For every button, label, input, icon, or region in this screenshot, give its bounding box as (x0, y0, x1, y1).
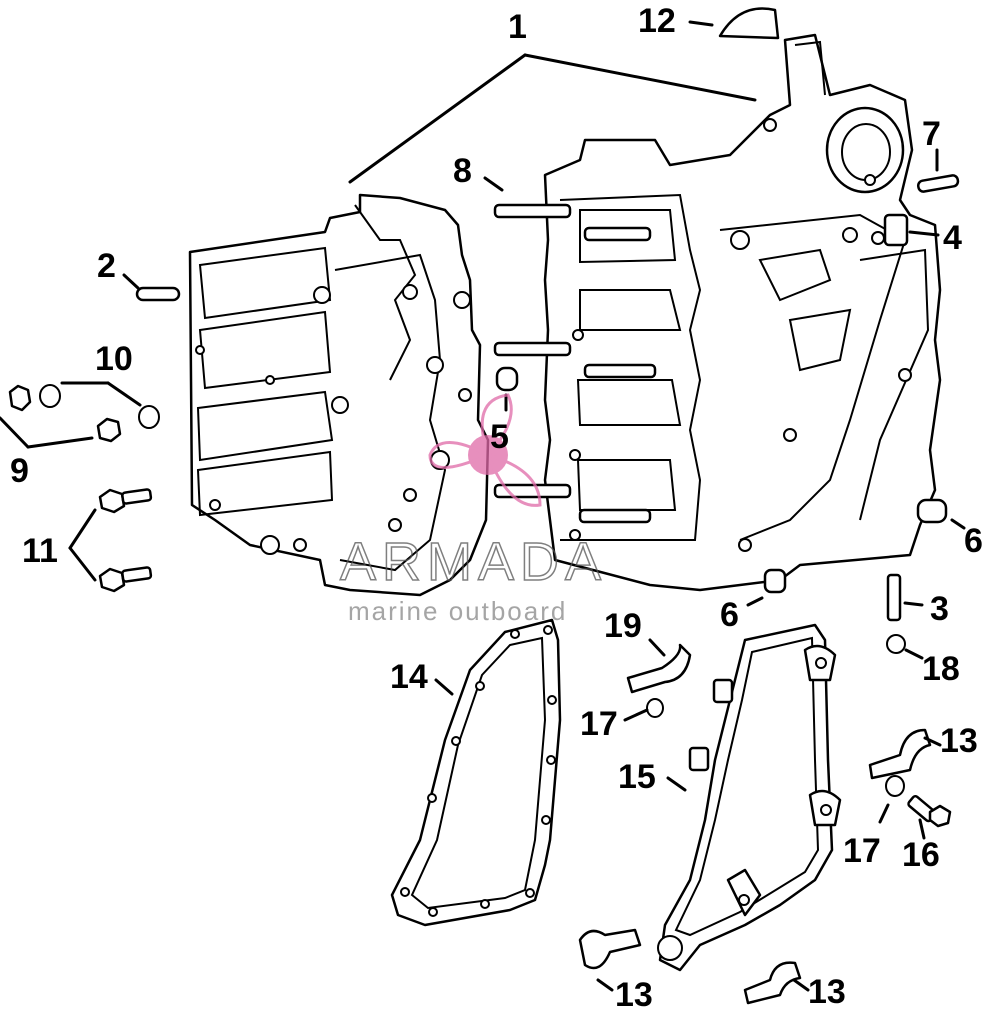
callout-6a: 6 (964, 522, 983, 560)
bolt-16 (907, 794, 952, 828)
fitting-6-right (916, 498, 948, 524)
leader-lines (0, 20, 966, 992)
callout-13b: 13 (615, 976, 653, 1010)
callout-11: 11 (22, 532, 58, 570)
callout-16: 16 (902, 836, 940, 874)
callout-12: 12 (638, 2, 676, 40)
callout-17a: 17 (580, 705, 618, 743)
studs (493, 203, 657, 524)
bolts-11 (98, 488, 153, 593)
callout-1: 1 (508, 8, 527, 46)
callout-14: 14 (390, 658, 428, 696)
callout-9: 9 (10, 452, 29, 490)
plate-15 (658, 623, 834, 972)
crankcase-right-half (543, 33, 942, 592)
callout-7: 7 (922, 115, 941, 153)
fitting-4 (883, 213, 909, 247)
watermark-brand: ARMADA (340, 532, 607, 592)
nuts-washers-9-10 (8, 384, 160, 443)
dowel-pin-2 (135, 286, 181, 302)
callout-18: 18 (922, 650, 960, 688)
callout-17b: 17 (843, 832, 881, 870)
dowel-pin-7 (916, 174, 960, 193)
clamp-19 (626, 643, 692, 694)
callout-10: 10 (95, 340, 133, 378)
callout-13c: 13 (808, 973, 846, 1010)
watermark-tagline: marine outboard (348, 596, 567, 626)
plate-15-brackets (657, 644, 842, 961)
clamp-13-right (868, 728, 932, 780)
watermark: ARMADA marine outboard (339, 393, 607, 626)
bushing-5 (495, 366, 519, 392)
screw-3 (886, 573, 902, 622)
callout-6b: 6 (720, 596, 739, 634)
callout-labels: 1 2 3 4 5 6 6 7 8 9 10 11 12 13 13 13 14… (10, 2, 983, 1010)
clamp-13-bottom-right (743, 961, 802, 1005)
callout-2: 2 (97, 247, 116, 285)
fitting-6-bottom (763, 568, 787, 594)
washer-17-left (646, 698, 664, 718)
callout-4: 4 (943, 219, 962, 257)
callout-3: 3 (930, 590, 949, 628)
callout-19: 19 (604, 607, 642, 645)
washer-18 (886, 634, 906, 654)
propeller-logo-icon (428, 393, 542, 507)
clamp-13-bottom-left (578, 928, 642, 970)
plug-12 (718, 7, 780, 40)
gasket-14-holes (400, 625, 557, 917)
washer-17-right (885, 775, 905, 797)
callout-5: 5 (490, 418, 509, 456)
callout-8: 8 (453, 152, 472, 190)
callout-13a: 13 (940, 722, 978, 760)
crankcase-left-half (188, 193, 490, 597)
callout-15: 15 (618, 758, 656, 796)
